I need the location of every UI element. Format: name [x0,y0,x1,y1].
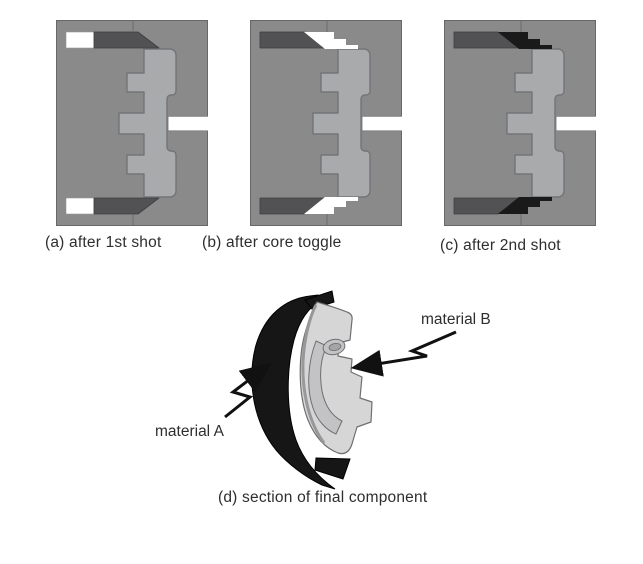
mold-section-after-1st-shot [56,20,208,226]
face-inner-shadow [301,304,326,444]
side-slot [167,115,208,132]
material-a-bottom-tab [314,457,351,480]
material-b-arrow [350,330,457,377]
mold-section-after-core-toggle [250,20,402,226]
caption-panel-d: (d) section of final component [218,489,428,506]
inner-boss-hole [328,342,342,352]
final-component-3d-view [224,290,457,490]
material-a-label: material A [155,423,224,440]
caption-panel-c: (c) after 2nd shot [440,237,561,254]
mold-section-after-2nd-shot [444,20,596,226]
side-slot [361,115,402,132]
material-a-top-tab [304,290,335,310]
caption-panel-b: (b) after core toggle [202,234,342,251]
caption-panel-a: (a) after 1st shot [45,234,162,251]
material-b-label: material B [421,311,491,328]
inner-rib [308,340,343,435]
material-a-arrow [224,362,272,419]
side-slot [555,115,596,132]
material-a-body [251,294,336,490]
